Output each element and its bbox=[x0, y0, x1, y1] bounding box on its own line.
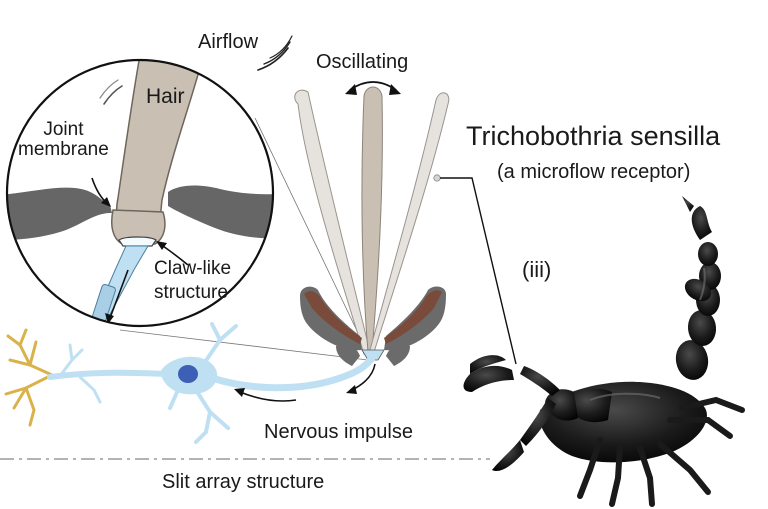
scorpion bbox=[463, 196, 745, 507]
claw-like-structure-shape bbox=[118, 236, 157, 247]
airflow-marks bbox=[257, 35, 293, 71]
magnified-inset bbox=[5, 58, 275, 328]
slit-array-structure-label: Slit array structure bbox=[162, 471, 325, 493]
oscillating-hairs bbox=[294, 86, 450, 355]
oscillating-label: Oscillating bbox=[316, 51, 409, 73]
panel-marker: (iii) bbox=[522, 257, 552, 282]
title: Trichobothria sensilla bbox=[466, 121, 721, 151]
neuron bbox=[4, 322, 376, 444]
nervous-impulse-label: Nervous impulse bbox=[264, 421, 413, 443]
hair-left bbox=[294, 89, 371, 355]
hair-right bbox=[369, 92, 450, 353]
hair-base bbox=[110, 209, 166, 245]
airflow-label: Airflow bbox=[198, 31, 259, 53]
impulse-arrows bbox=[234, 363, 376, 402]
joint-membrane-label: Joint membrane bbox=[18, 119, 109, 160]
cuticle-left bbox=[7, 187, 112, 240]
hair-socket bbox=[300, 286, 446, 366]
terminal-dendrites bbox=[4, 328, 54, 427]
cuticle-right bbox=[168, 185, 273, 239]
hair-center bbox=[361, 86, 383, 353]
claw-like-structure-label: Claw-like structure bbox=[154, 258, 232, 303]
hair-label: Hair bbox=[146, 85, 185, 108]
subtitle: (a microflow receptor) bbox=[497, 161, 691, 183]
nucleus bbox=[178, 365, 198, 383]
leader-line bbox=[440, 177, 517, 365]
